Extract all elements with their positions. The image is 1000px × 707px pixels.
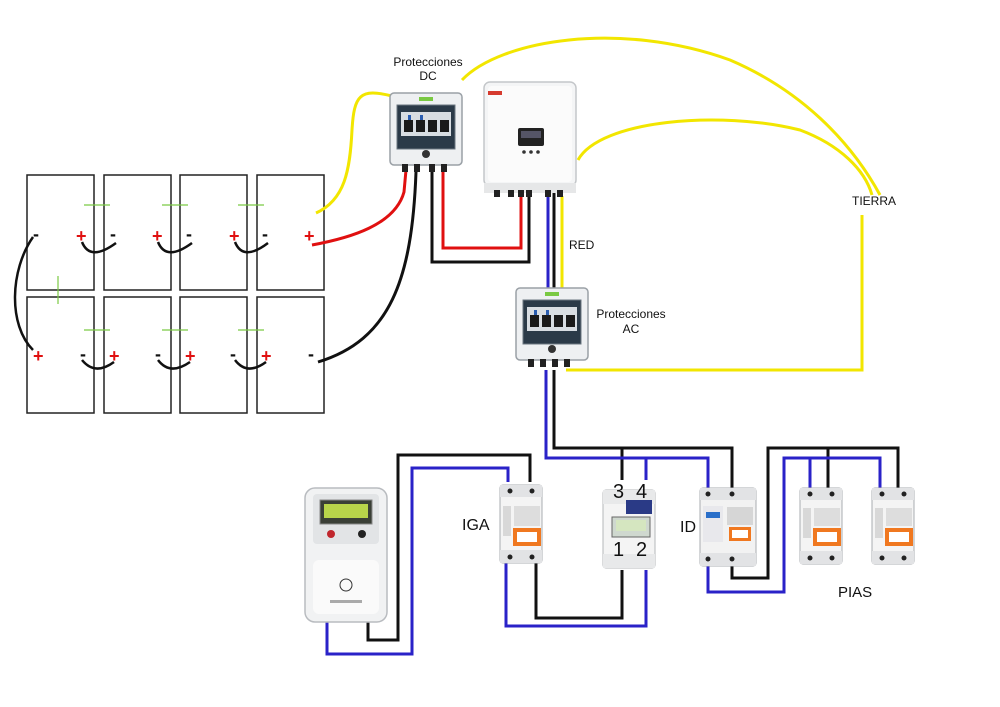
minus-sign: - [33, 224, 39, 244]
iga-breaker [499, 484, 543, 564]
panel-marks [57, 204, 264, 331]
energy-meter [304, 487, 388, 623]
solar-panel [179, 296, 248, 414]
plus-sign: + [109, 346, 120, 366]
dc-protection-label: Protecciones [393, 55, 462, 69]
minus-sign: - [110, 224, 116, 244]
meter-terminal-1: 1 [613, 539, 624, 561]
minus-sign: - [80, 344, 86, 364]
ac-protection-label: Protecciones [596, 307, 665, 321]
solar-panel [256, 296, 325, 414]
solar-panel [26, 296, 95, 414]
plus-sign: + [33, 346, 44, 366]
meter-terminal-4: 4 [636, 481, 647, 503]
plus-sign: + [152, 226, 163, 246]
plus-sign: + [304, 226, 315, 246]
meter-terminal-3: 3 [613, 481, 624, 503]
pia-breaker [871, 487, 915, 565]
red-label: RED [569, 238, 595, 252]
solar-panel [179, 174, 248, 291]
panel-jumpers [13, 236, 269, 370]
plus-sign: + [229, 226, 240, 246]
neutral-wires [325, 192, 882, 656]
ac-protection-label-2: AC [623, 322, 640, 336]
plus-sign: + [261, 346, 272, 366]
solar-panel [103, 174, 172, 291]
brand-logo [488, 91, 502, 95]
id-differential-switch [699, 487, 757, 567]
minus-sign: - [262, 224, 268, 244]
ac-protection-box [515, 287, 589, 367]
id-label: ID [680, 519, 696, 536]
minus-sign: - [186, 224, 192, 244]
dc-protection-box [389, 92, 463, 172]
earth-wires [315, 36, 882, 372]
meter-terminal-2: 2 [636, 539, 647, 561]
din-energy-meter [602, 489, 656, 569]
negative-wires [317, 171, 900, 642]
solar-panel [26, 174, 95, 291]
minus-sign: - [308, 344, 314, 364]
plus-sign: + [76, 226, 87, 246]
tierra-label: TIERRA [852, 194, 896, 208]
iga-label: IGA [462, 517, 490, 534]
minus-sign: - [155, 344, 161, 364]
solar-panel [103, 296, 172, 414]
panel-polarity-signs: - + - + - + - + + - + - + - + - [33, 224, 315, 366]
inverter [483, 81, 577, 197]
plus-sign: + [185, 346, 196, 366]
pias-label: PIAS [838, 584, 872, 601]
solar-panel-array [26, 174, 325, 414]
solar-panel [256, 174, 325, 291]
positive-wires [311, 169, 523, 250]
dc-protection-label-2: DC [419, 69, 437, 83]
minus-sign: - [230, 344, 236, 364]
pia-breaker [799, 487, 843, 565]
